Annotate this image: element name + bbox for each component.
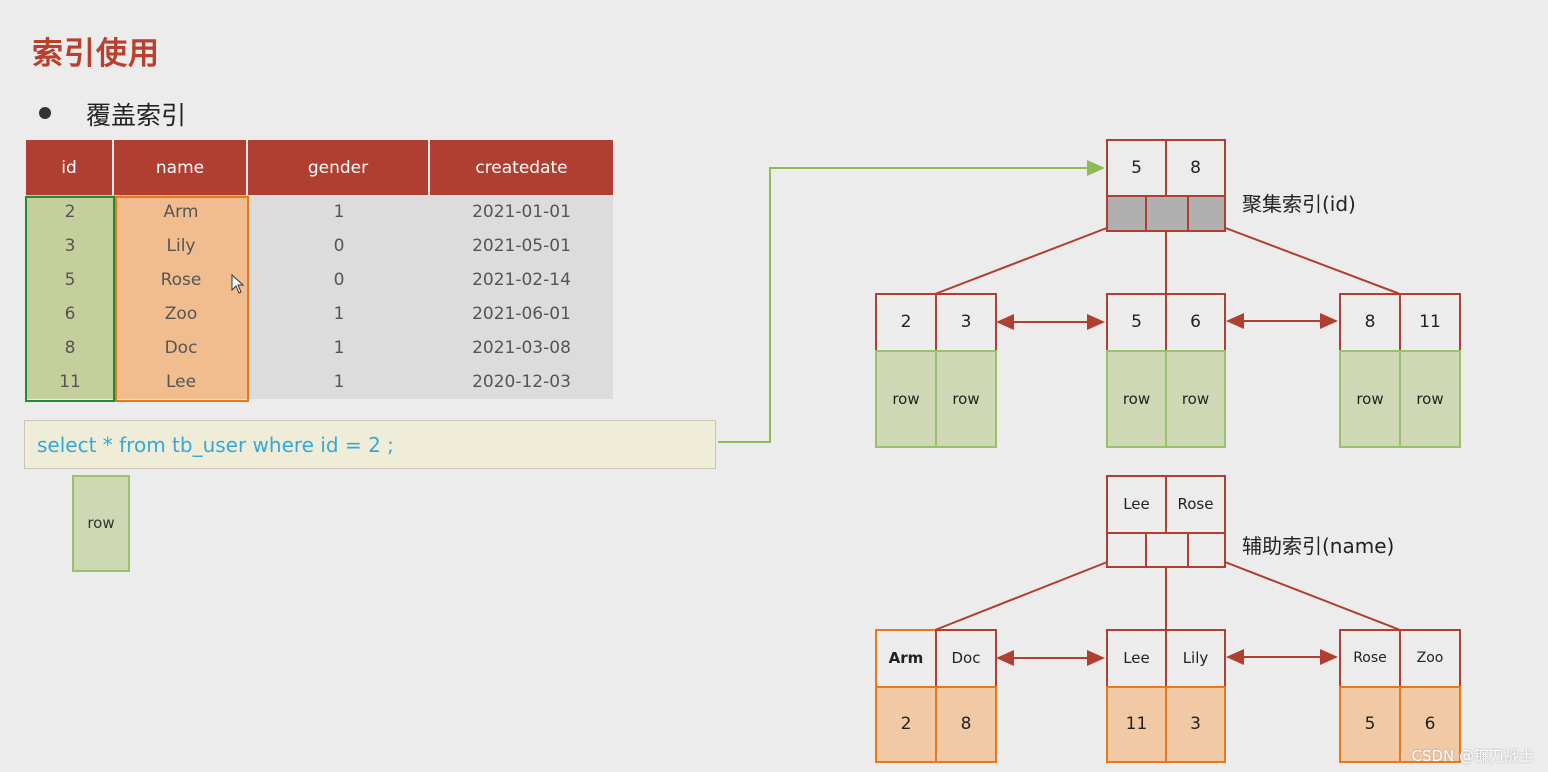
- secondary-leaf-key: Rose: [1339, 629, 1401, 688]
- column-header-name: name: [114, 140, 248, 195]
- name-column-highlight: [115, 196, 249, 402]
- cell-name: Doc: [114, 331, 248, 365]
- secondary-root-key: Rose: [1165, 475, 1226, 534]
- cell-id: 8: [26, 331, 114, 365]
- query-arrow: [718, 160, 1105, 443]
- cell-createdate: 2021-06-01: [430, 297, 613, 331]
- clustered-root-key: 5: [1106, 139, 1167, 197]
- column-header-gender: gender: [248, 140, 430, 195]
- clustered-leaf-row: row: [935, 350, 997, 448]
- cell-name: Zoo: [114, 297, 248, 331]
- clustered-leaf-row: row: [1399, 350, 1461, 448]
- clustered-root-pointer: [1187, 195, 1226, 232]
- clustered-index-label: 聚集索引(id): [1242, 192, 1356, 216]
- cell-id: 5: [26, 263, 114, 297]
- page-title: 索引使用: [32, 36, 160, 72]
- cell-createdate: 2021-01-01: [430, 195, 613, 229]
- watermark: CSDN @镰刀战士: [1411, 747, 1534, 765]
- secondary-leaf-key: Lee: [1106, 629, 1167, 688]
- id-column-highlight: [25, 196, 115, 402]
- cell-gender: 1: [248, 297, 430, 331]
- secondary-index-label: 辅助索引(name): [1242, 534, 1395, 558]
- secondary-leaf-id: 2: [875, 686, 937, 763]
- branch-line: [1206, 554, 1401, 631]
- cell-gender: 1: [248, 195, 430, 229]
- clustered-leaf-key: 8: [1339, 293, 1401, 352]
- secondary-leaf-id: 8: [935, 686, 997, 763]
- clustered-leaf-key: 5: [1106, 293, 1167, 352]
- clustered-leaf-key: 11: [1399, 293, 1461, 352]
- cell-id: 2: [26, 195, 114, 229]
- cell-createdate: 2021-02-14: [430, 263, 613, 297]
- cell-gender: 0: [248, 229, 430, 263]
- table-row: 2 Arm 1 2021-01-01: [26, 195, 613, 229]
- cell-name: Rose: [114, 263, 248, 297]
- table-row: 6 Zoo 1 2021-06-01: [26, 297, 613, 331]
- clustered-leaf-row: row: [875, 350, 937, 448]
- cell-id: 6: [26, 297, 114, 331]
- cell-id: 11: [26, 365, 114, 399]
- secondary-leaf-key: Arm: [875, 629, 937, 688]
- sql-query-box: select * from tb_user where id = 2 ;: [24, 420, 716, 469]
- table-row: 3 Lily 0 2021-05-01: [26, 229, 613, 263]
- secondary-leaf-id: 11: [1106, 686, 1167, 763]
- clustered-root-key: 8: [1165, 139, 1226, 197]
- clustered-leaf-row: row: [1106, 350, 1167, 448]
- branch-line: [934, 554, 1126, 631]
- secondary-leaf-id: 3: [1165, 686, 1226, 763]
- table-row: 5 Rose 0 2021-02-14: [26, 263, 613, 297]
- secondary-leaf-id: 6: [1399, 686, 1461, 763]
- section-heading: 覆盖索引: [86, 101, 187, 130]
- secondary-root-pointer: [1187, 532, 1226, 568]
- cell-createdate: 2021-05-01: [430, 229, 613, 263]
- secondary-leaf-id: 5: [1339, 686, 1401, 763]
- table-row: 11 Lee 1 2020-12-03: [26, 365, 613, 399]
- clustered-leaf-key: 6: [1165, 293, 1226, 352]
- result-row: row: [72, 475, 130, 572]
- user-table: id name gender createdate 2 Arm 1 2021-0…: [26, 140, 613, 399]
- column-header-createdate: createdate: [430, 140, 613, 195]
- branch-line: [934, 220, 1126, 295]
- cell-gender: 0: [248, 263, 430, 297]
- table-row: 8 Doc 1 2021-03-08: [26, 331, 613, 365]
- clustered-root-pointer: [1145, 195, 1189, 232]
- cell-createdate: 2021-03-08: [430, 331, 613, 365]
- cell-gender: 1: [248, 331, 430, 365]
- secondary-leaf-key: Doc: [935, 629, 997, 688]
- secondary-root-key: Lee: [1106, 475, 1167, 534]
- cell-gender: 1: [248, 365, 430, 399]
- cell-name: Lily: [114, 229, 248, 263]
- secondary-root-pointer: [1145, 532, 1189, 568]
- cell-name: Arm: [114, 195, 248, 229]
- secondary-root-pointer: [1106, 532, 1147, 568]
- secondary-leaf-key: Lily: [1165, 629, 1226, 688]
- column-header-id: id: [26, 140, 114, 195]
- bullet-dot: [39, 107, 51, 119]
- clustered-root-pointer: [1106, 195, 1147, 232]
- cell-name: Lee: [114, 365, 248, 399]
- clustered-leaf-row: row: [1339, 350, 1401, 448]
- clustered-leaf-key: 2: [875, 293, 937, 352]
- cell-createdate: 2020-12-03: [430, 365, 613, 399]
- clustered-leaf-key: 3: [935, 293, 997, 352]
- secondary-leaf-key: Zoo: [1399, 629, 1461, 688]
- branch-line: [1206, 220, 1401, 295]
- cell-id: 3: [26, 229, 114, 263]
- mouse-cursor-icon: [231, 274, 245, 294]
- clustered-leaf-row: row: [1165, 350, 1226, 448]
